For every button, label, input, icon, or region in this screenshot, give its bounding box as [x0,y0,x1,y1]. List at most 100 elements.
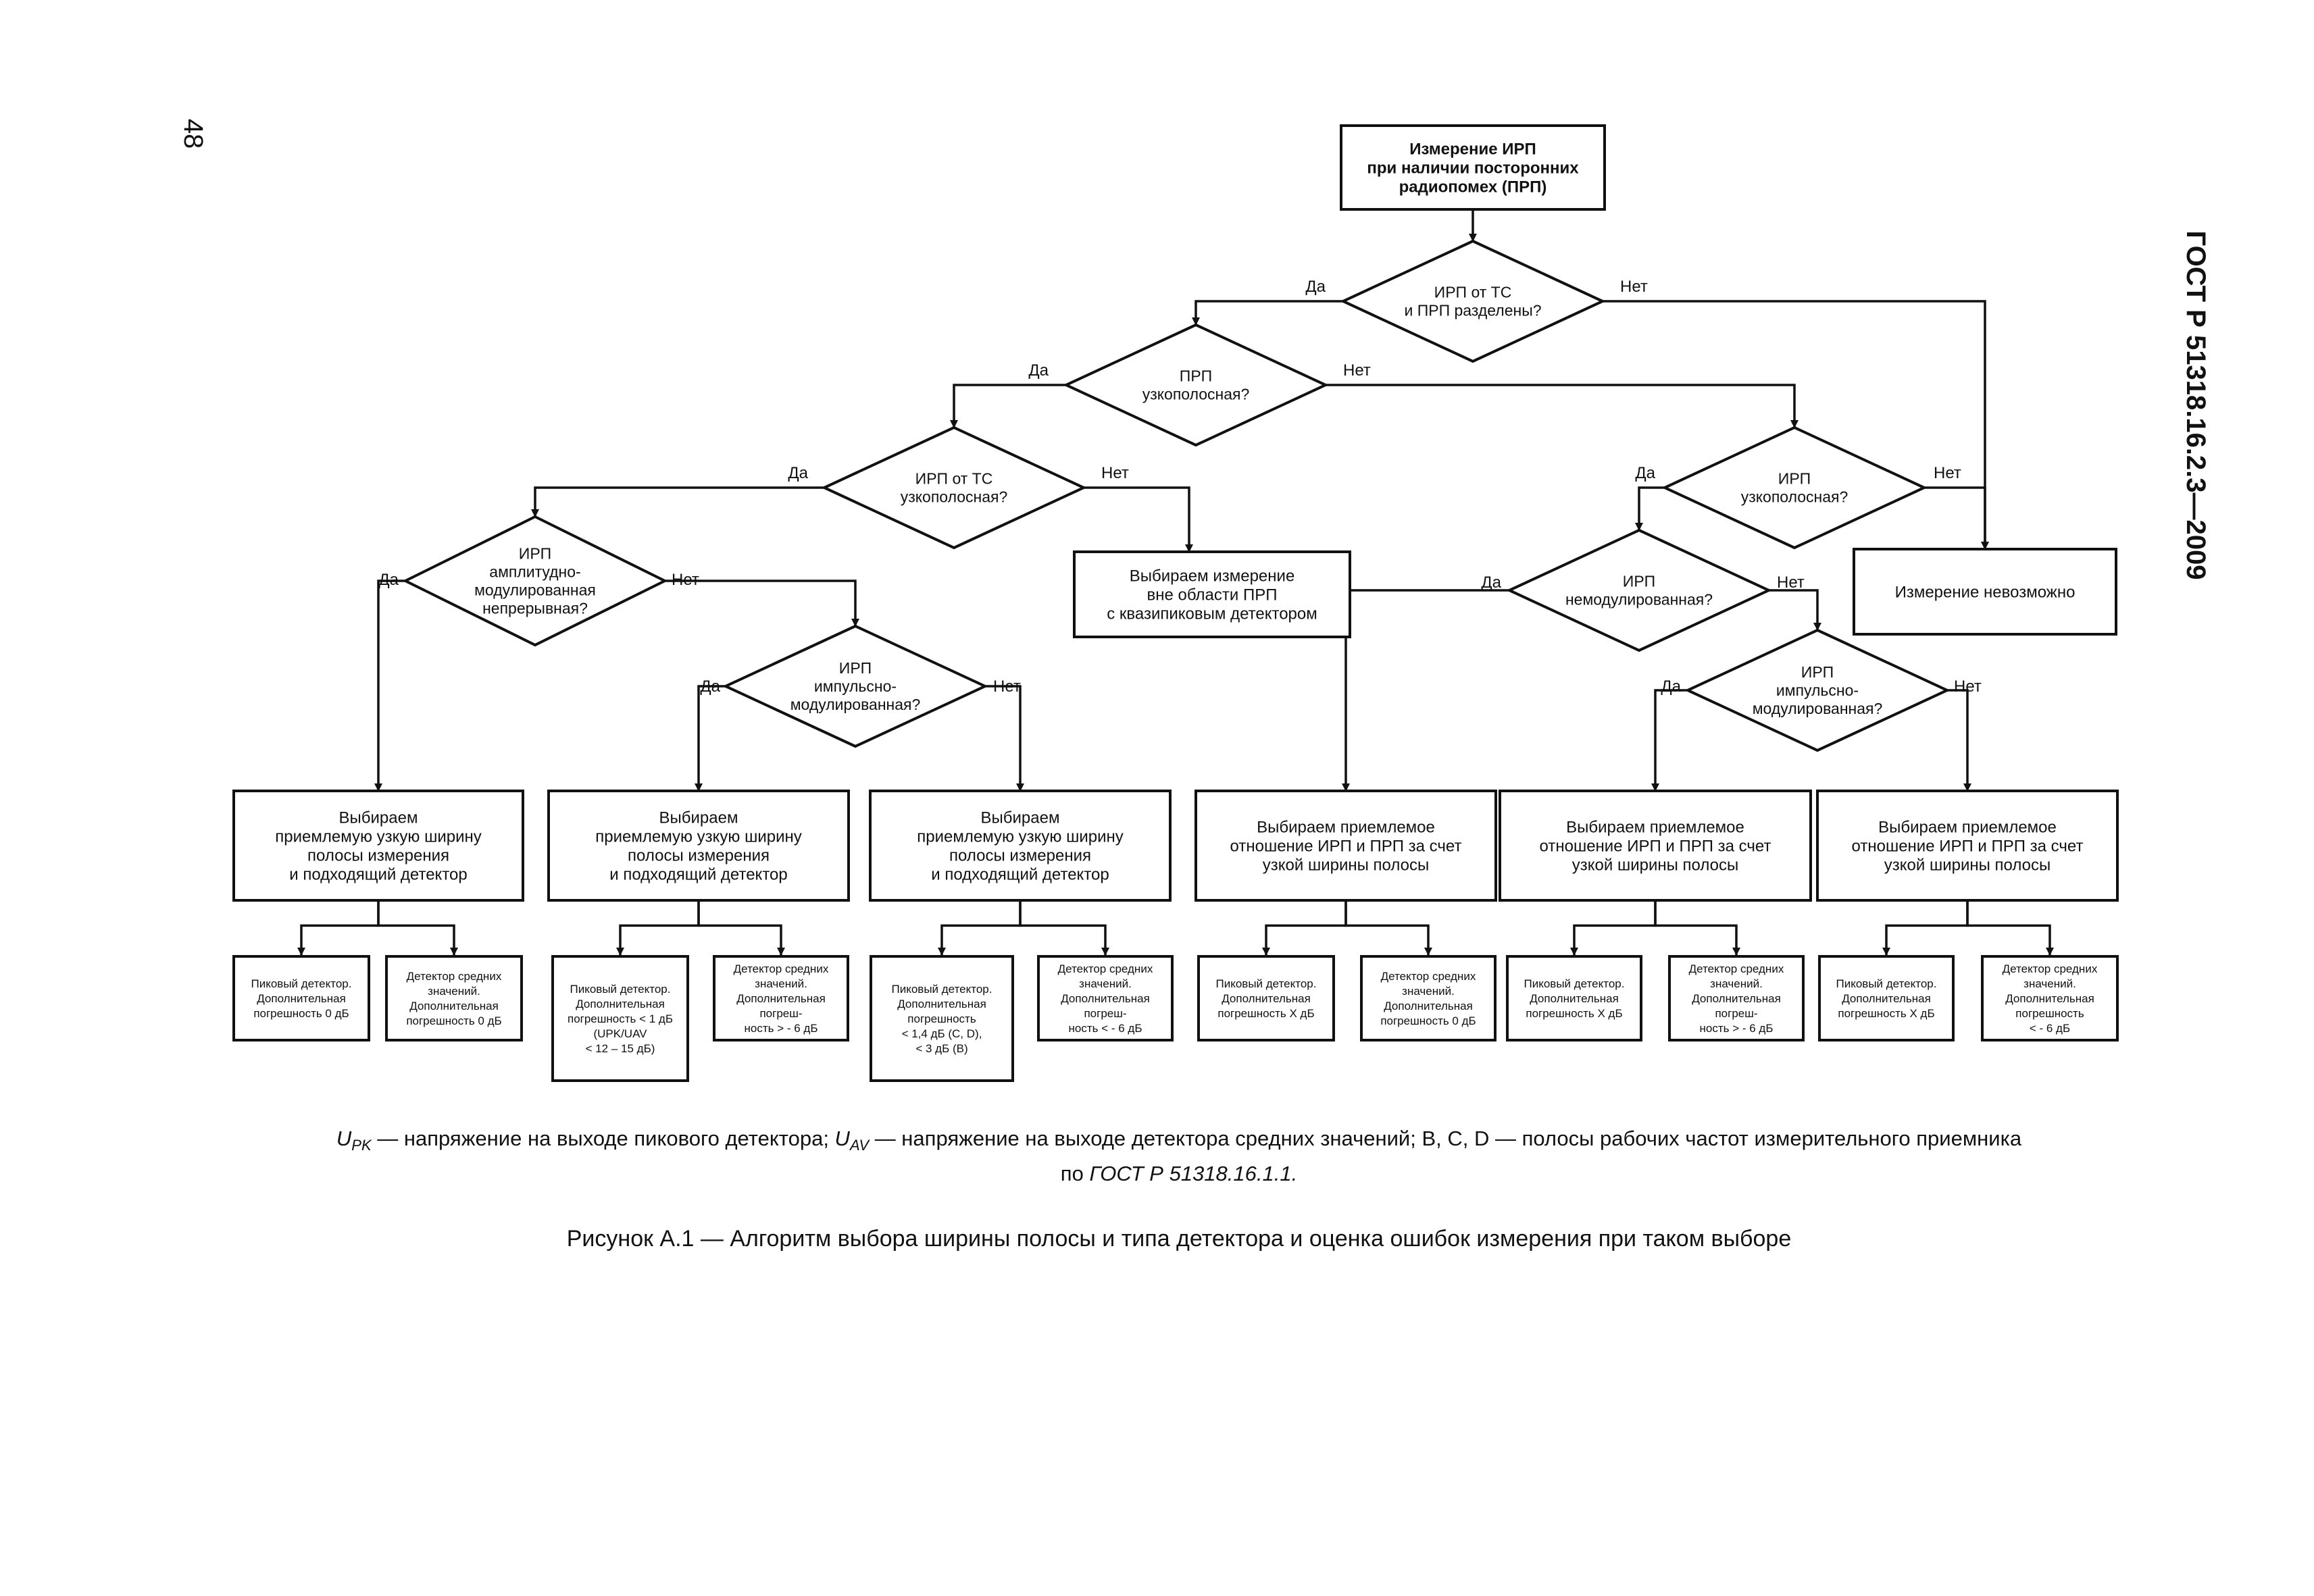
process-box [1340,124,1606,211]
node-text-line: узкой ширины полосы [1884,856,2051,874]
node-text-line: ИРП [1801,663,1834,681]
node-text-line: погрешность 0 дБ [406,1014,501,1027]
node-text-line: полосы измерения [307,846,449,865]
node-text-line: Пиковый детектор. [251,977,352,990]
node-text-line: погрешность 0 дБ [1380,1014,1476,1027]
flowchart-node-r6b: Детектор среднихзначений.Дополнительнаяп… [1981,955,2119,1041]
connector-arrow [697,900,785,956]
connector-arrow [1651,689,1688,792]
flowchart-node-r3a: Пиковый детектор.Дополнительнаяпогрешнос… [870,955,1014,1082]
connector-arrow [695,685,726,792]
connector-arrow [1342,589,1509,792]
node-text-line: узкополосная? [1142,386,1250,403]
flowchart-edge-d7-d8: Нет [1769,573,1821,631]
process-box [232,790,524,902]
node-text-line: непрерывная? [482,600,588,617]
flowchart-node-r1a: Пиковый детектор.Дополнительнаяпогрешнос… [232,955,370,1041]
node-text-line: погреш- [1715,1007,1757,1020]
node-text-line: Детектор средних [1058,962,1153,975]
decision-diamond [821,426,1087,550]
flowchart-node-r2a: Пиковый детектор.Дополнительнаяпогрешнос… [551,955,689,1082]
flowchart-edge-p5-r5a [1570,900,1657,956]
connector-arrow [1882,900,1969,956]
flowchart-edge-d8-p5: Да [1651,677,1688,792]
flowchart-node-r5a: Пиковый детектор.Дополнительнаяпогрешнос… [1506,955,1642,1041]
connector-arrow [531,486,824,517]
result-box [551,955,689,1082]
decision-diamond [1661,426,1928,550]
legend-ref: ГОСТ Р 51318.16.1.1. [1089,1162,1298,1186]
connector-arrow [1924,486,1989,550]
node-text-line: узкой ширины полосы [1263,856,1429,874]
node-text-line: при наличии посторонних [1367,159,1579,177]
node-text-line: ИРП [839,659,872,677]
node-text-line: < 1,4 дБ (C, D), [902,1027,982,1040]
node-text-line: значений. [1710,977,1763,990]
node-text-line: < 3 дБ (B) [915,1042,967,1055]
decision-diamond [1684,628,1951,752]
flowchart-edge-d1-d2: Да [1192,278,1343,326]
node-text-line: Пиковый детектор. [570,983,671,996]
node-text-line: приемлемую узкую ширину [917,827,1124,846]
node-text-line: Дополнительная [576,998,665,1010]
flowchart-edge-d3-d4: Да [531,464,824,517]
flowchart-edge-d4-p1: Да [374,571,405,792]
process-box [869,790,1172,902]
node-text-line: ность > - 6 дБ [1700,1022,1774,1035]
figure-caption: Рисунок А.1 — Алгоритм выбора ширины пол… [566,1226,1792,1252]
result-box [1818,955,1955,1041]
node-text-line: ность > - 6 дБ [745,1022,818,1035]
node-text-line: модулированная [474,582,596,599]
result-box [870,955,1014,1082]
flowchart-edge-p2-r2a [616,900,700,956]
connector-arrow [1570,900,1657,956]
edge-label: Нет [1620,278,1648,296]
node-text-line: импульсно- [1776,681,1859,699]
node-text-line: и ПРП разделены? [1404,302,1541,319]
node-text-line: погрешность X дБ [1838,1007,1934,1020]
flowchart-edge-d8-p6: Нет [1947,677,1982,792]
node-text-line: ность < - 6 дБ [1069,1022,1142,1035]
decision-diamond [722,624,988,748]
node-text-line: < 12 – 15 дБ) [586,1042,655,1055]
flowchart-edge-p4-r4a [1262,900,1347,956]
process-box [547,790,850,902]
flowchart-edge-d5-p3: Нет [985,677,1024,792]
flowchart-node-r3b: Детектор среднихзначений.Дополнительнаяп… [1037,955,1174,1041]
connector-arrow [1326,384,1799,428]
upk-symbol: U [336,1127,352,1150]
connector-arrow [1084,486,1193,552]
connector-arrow [985,685,1024,792]
uav-symbol: U [834,1127,850,1150]
process-box [1499,790,1812,902]
edge-label: Да [788,464,808,482]
connector-arrow [374,580,405,792]
flowchart-node-r1b: Детектор среднихзначений.Дополнительнаяп… [385,955,523,1041]
process-box [1073,550,1351,638]
edge-label: Нет [672,571,699,589]
node-text-line: Пиковый детектор. [1524,977,1625,990]
connector-arrow [1262,900,1347,956]
flowchart-edge-d4-d5: Нет [665,571,859,627]
node-text-line: узкой ширины полосы [1572,856,1738,874]
legend-line-1: UPK — напряжение на выходе пикового дете… [223,1125,2135,1160]
flowchart-edge-d6-d7: Да [1635,464,1665,531]
node-text-line: ИРП [1623,573,1655,590]
node-text-line: Дополнительная [1530,992,1619,1005]
edge-label: Да [378,571,399,589]
node-text-line: погрешность 0 дБ [253,1007,349,1020]
node-text-line: и подходящий детектор [931,865,1109,883]
flowchart-edge-d7-p4: Да [1342,573,1509,792]
flowchart-node-r4a: Пиковый детектор.Дополнительнаяпогрешнос… [1197,955,1335,1041]
edge-label: Да [1028,361,1049,380]
node-text-line: значений. [1402,985,1455,998]
node-text-line: Выбираем приемлемое [1257,818,1435,836]
node-text-line: узкополосная? [1741,488,1848,506]
